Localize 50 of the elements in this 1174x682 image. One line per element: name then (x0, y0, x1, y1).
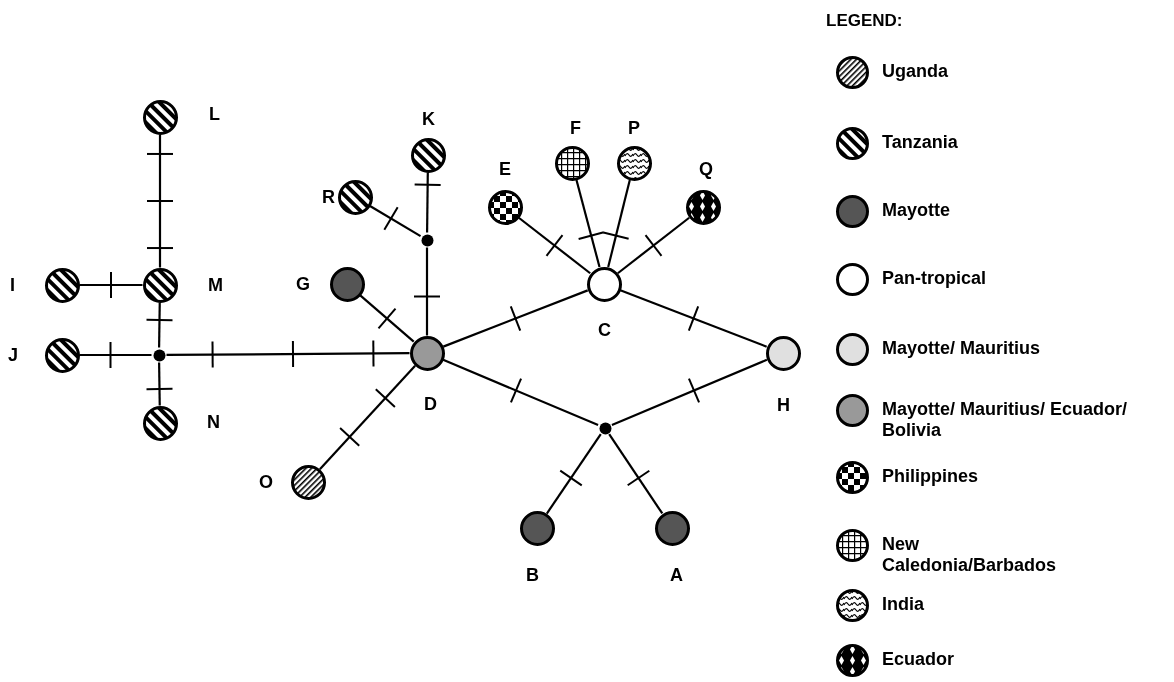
haplotype-label: N (207, 412, 220, 432)
connector-line (79, 283, 143, 287)
haplotype-label: O (259, 472, 273, 492)
haplotype-label: C (598, 320, 611, 340)
legend-text: Mayotte/ Mauritius/ Ecuador/ Bolivia (882, 399, 1129, 441)
haplotype-label: I (10, 275, 15, 295)
connector-line (158, 134, 162, 268)
connector-line (158, 302, 161, 348)
connector-line (359, 294, 415, 343)
connector-line (611, 358, 768, 427)
haplotype-label: K (422, 109, 435, 129)
legend-text: Pan-tropical (882, 268, 988, 289)
haplotype-label: A (670, 565, 683, 585)
haplotype-label: P (628, 118, 640, 138)
connector-line (617, 216, 690, 275)
legend-text: Mayotte/ Mauritius (882, 338, 1042, 359)
haplotype-label: R (322, 187, 335, 207)
connector-line (369, 205, 422, 238)
haplotype-label: E (499, 159, 511, 179)
connector-line (79, 353, 152, 357)
connector-line (166, 352, 410, 357)
connector-line (442, 358, 599, 427)
connector-line (518, 216, 591, 275)
connector-line (442, 289, 589, 348)
legend-text: Tanzania (882, 132, 959, 153)
legend-text: Mayotte (882, 200, 951, 221)
legend-text: India (882, 594, 925, 615)
connector-line (158, 362, 161, 406)
legend-text: Philippines (882, 466, 979, 487)
legend-text: Uganda (882, 61, 949, 82)
haplotype-label: Q (699, 159, 713, 179)
haplotype-label: F (570, 118, 581, 138)
haplotype-label: M (208, 275, 223, 295)
legend-text: New Caledonia/Barbados (882, 534, 1058, 576)
haplotype-label: L (209, 104, 220, 124)
haplotype-label: G (296, 274, 310, 294)
haplotype-label: D (424, 394, 437, 414)
connector-line (319, 365, 416, 470)
haplotype-label: H (777, 395, 790, 415)
legend-text: Ecuador (882, 649, 956, 670)
connector-line (425, 247, 429, 336)
connector-line (607, 179, 631, 268)
connector-line (545, 433, 602, 515)
connector-line (575, 179, 601, 268)
connector-line (619, 289, 768, 348)
haplotype-label: B (526, 565, 539, 585)
haplotype-label: J (8, 345, 18, 365)
connector-line (608, 433, 664, 515)
connector-line (426, 172, 429, 233)
legend-heading: LEGEND: (826, 10, 903, 31)
